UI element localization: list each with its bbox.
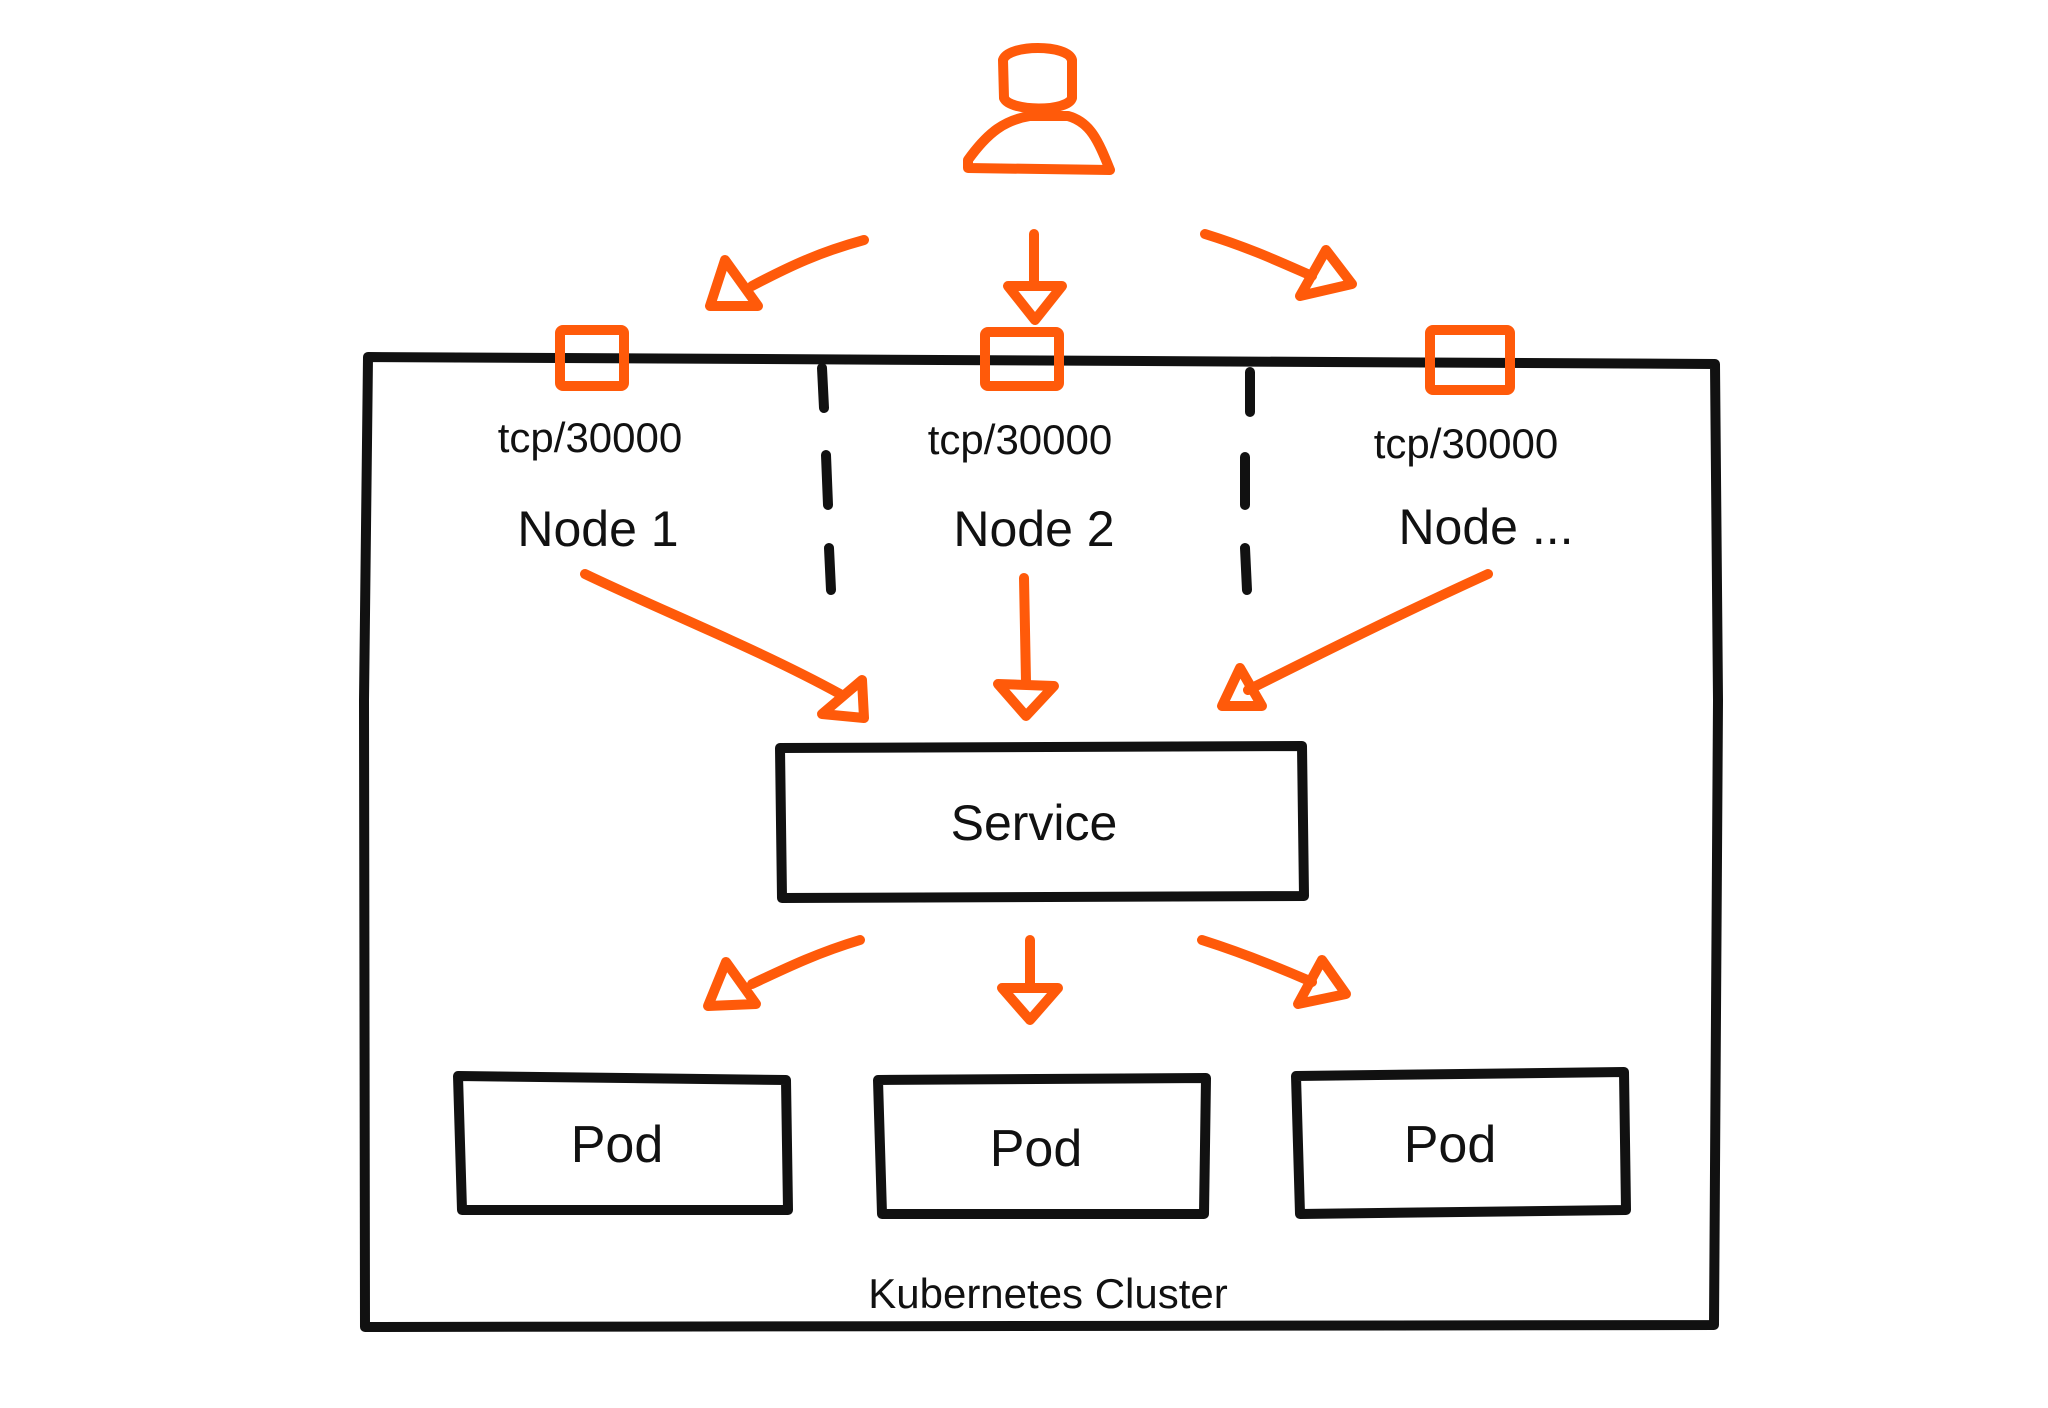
node2-label: Node 2 <box>953 501 1114 557</box>
node1-label: Node 1 <box>517 501 678 557</box>
pod-box-2 <box>873 1073 1211 1219</box>
node2-port-label: tcp/30000 <box>928 416 1113 463</box>
pod-box-1 <box>453 1071 793 1215</box>
person-icon <box>963 43 1115 175</box>
node2-to-service-arrow <box>993 573 1059 721</box>
node3-to-service-arrow <box>1217 569 1493 711</box>
pod-1-label: Pod <box>571 1116 664 1174</box>
service-box <box>775 741 1309 903</box>
user-to-node3-arrow <box>1200 229 1357 301</box>
user-to-node2-arrow <box>1003 229 1067 325</box>
pod-2-label: Pod <box>990 1120 1083 1178</box>
nodeport-3 <box>1425 325 1515 395</box>
node3-port-label: tcp/30000 <box>1374 420 1559 467</box>
service-to-pod3-arrow <box>1197 935 1351 1009</box>
pod-3-label: Pod <box>1404 1116 1497 1174</box>
node-separator-2 <box>1240 367 1255 595</box>
cluster-label: Kubernetes Cluster <box>868 1270 1228 1317</box>
node1-to-service-arrow <box>580 569 869 723</box>
node3-label: Node ... <box>1398 499 1573 555</box>
nodeport-2 <box>980 327 1064 391</box>
node-separator-1 <box>817 363 836 595</box>
service-to-pod2-arrow <box>997 935 1063 1025</box>
node1-port-label: tcp/30000 <box>498 414 683 461</box>
pod-box-3 <box>1291 1067 1631 1219</box>
user-to-node1-arrow <box>705 235 869 311</box>
nodeport-1 <box>555 325 629 391</box>
service-label: Service <box>951 795 1118 851</box>
service-to-pod1-arrow <box>703 935 865 1011</box>
cluster-boundary <box>359 352 1723 1332</box>
